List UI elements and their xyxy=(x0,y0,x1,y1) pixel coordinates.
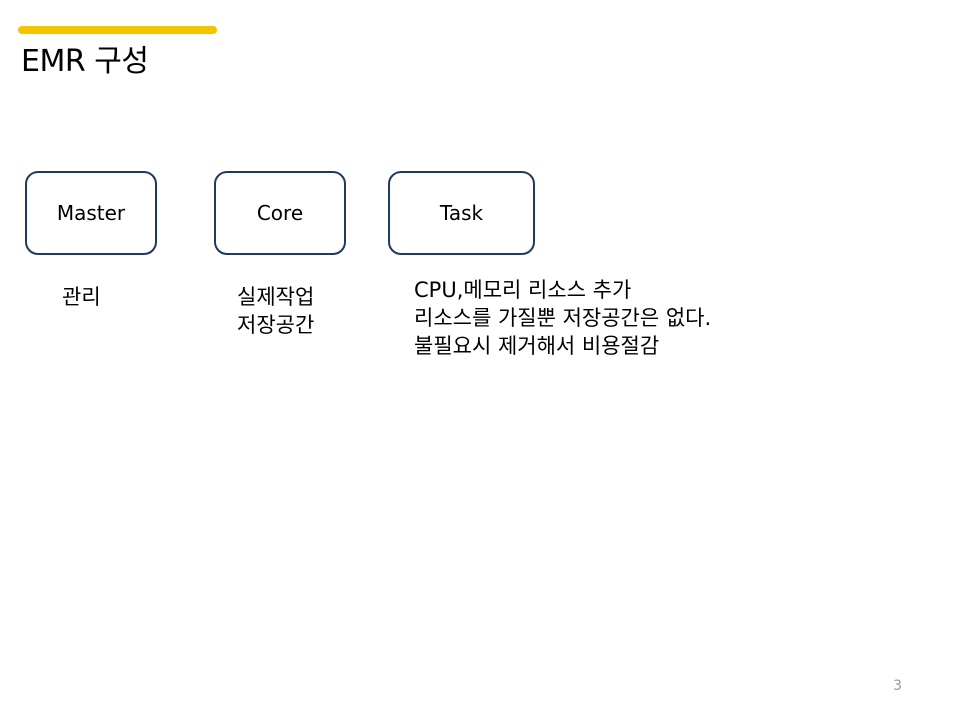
description-line: 불필요시 제거해서 비용절감 xyxy=(414,334,660,358)
master-description: 관리 xyxy=(62,283,101,311)
master-node-label: Master xyxy=(56,201,126,225)
description-line: CPU,메모리 리소스 추가 xyxy=(414,278,632,302)
slide-title: EMR 구성 xyxy=(21,44,149,79)
description-line: 실제작업 xyxy=(237,285,315,309)
master-node-box: Master xyxy=(25,171,157,255)
core-node-box: Core xyxy=(214,171,346,255)
description-line: 관리 xyxy=(62,285,101,309)
description-line: 저장공간 xyxy=(237,313,315,337)
task-node-box: Task xyxy=(388,171,535,255)
task-description: CPU,메모리 리소스 추가 리소스를 가질뿐 저장공간은 없다. 불필요시 제… xyxy=(414,276,711,360)
core-node-label: Core xyxy=(256,201,304,225)
core-description: 실제작업 저장공간 xyxy=(237,283,314,339)
title-accent-bar xyxy=(18,26,217,34)
description-line: 리소스를 가질뿐 저장공간은 없다. xyxy=(414,306,712,330)
page-number: 3 xyxy=(893,678,902,694)
task-node-label: Task xyxy=(439,201,484,225)
